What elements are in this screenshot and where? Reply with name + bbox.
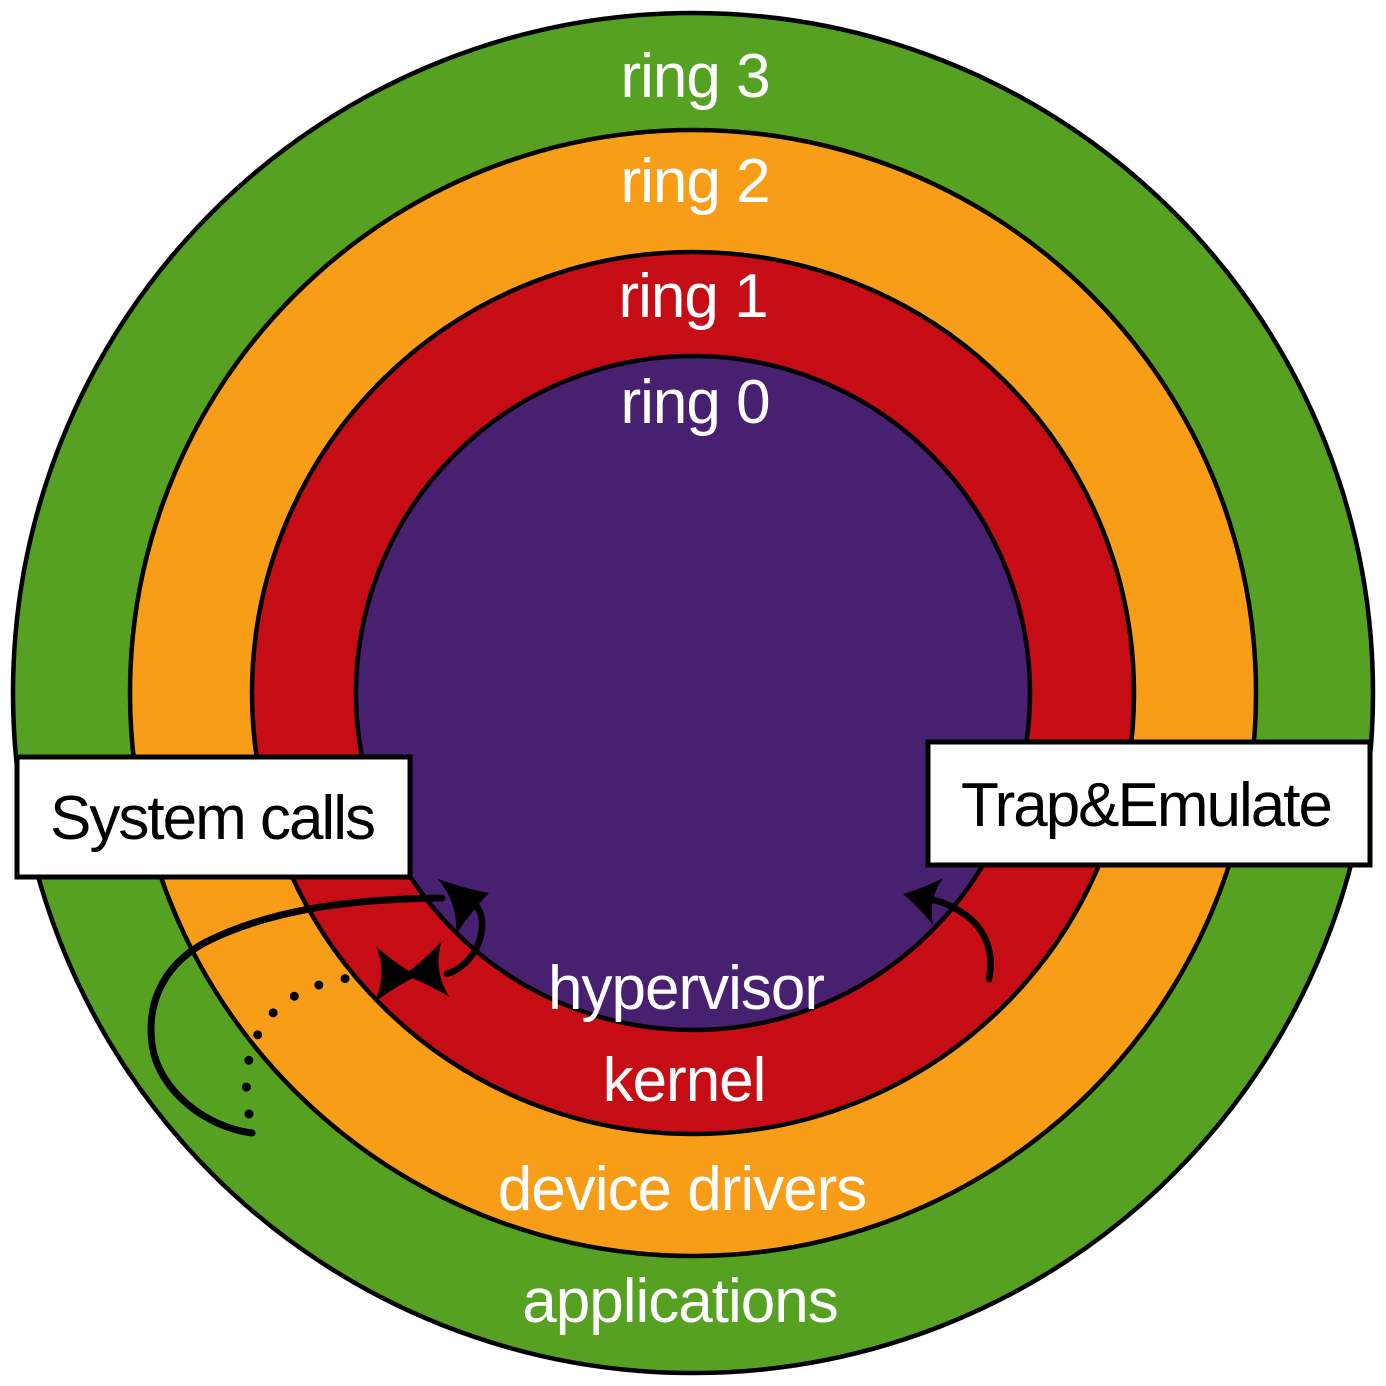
- trap-emulate-callout: Trap&Emulate: [925, 739, 1373, 868]
- ring-0-circle-hypervisor: [353, 353, 1033, 1033]
- system-call-arrow-path: [147, 894, 446, 1137]
- trap-emulate-label: Trap&Emulate: [961, 771, 1331, 840]
- ring-3-label: ring 3: [620, 42, 769, 111]
- ring-1-label: ring 1: [618, 262, 767, 331]
- layer-applications-label: applications: [522, 1267, 837, 1336]
- trap-emulate-box: [925, 739, 1373, 868]
- trap-emulate-arrow-path: [930, 896, 994, 983]
- layer-device-drivers-label: device drivers: [498, 1155, 866, 1224]
- trapped-call-dotted-path: [241, 972, 361, 1119]
- system-calls-label: System calls: [50, 784, 374, 853]
- system-calls-callout: System calls: [14, 754, 413, 880]
- ring-0-label: ring 0: [620, 368, 769, 437]
- ring-2-label: ring 2: [620, 147, 769, 216]
- redirect-curve-path: [443, 893, 486, 978]
- layer-kernel-label: kernel: [603, 1046, 766, 1115]
- system-calls-box: [14, 754, 413, 880]
- layer-hypervisor-label: hypervisor: [548, 954, 824, 1023]
